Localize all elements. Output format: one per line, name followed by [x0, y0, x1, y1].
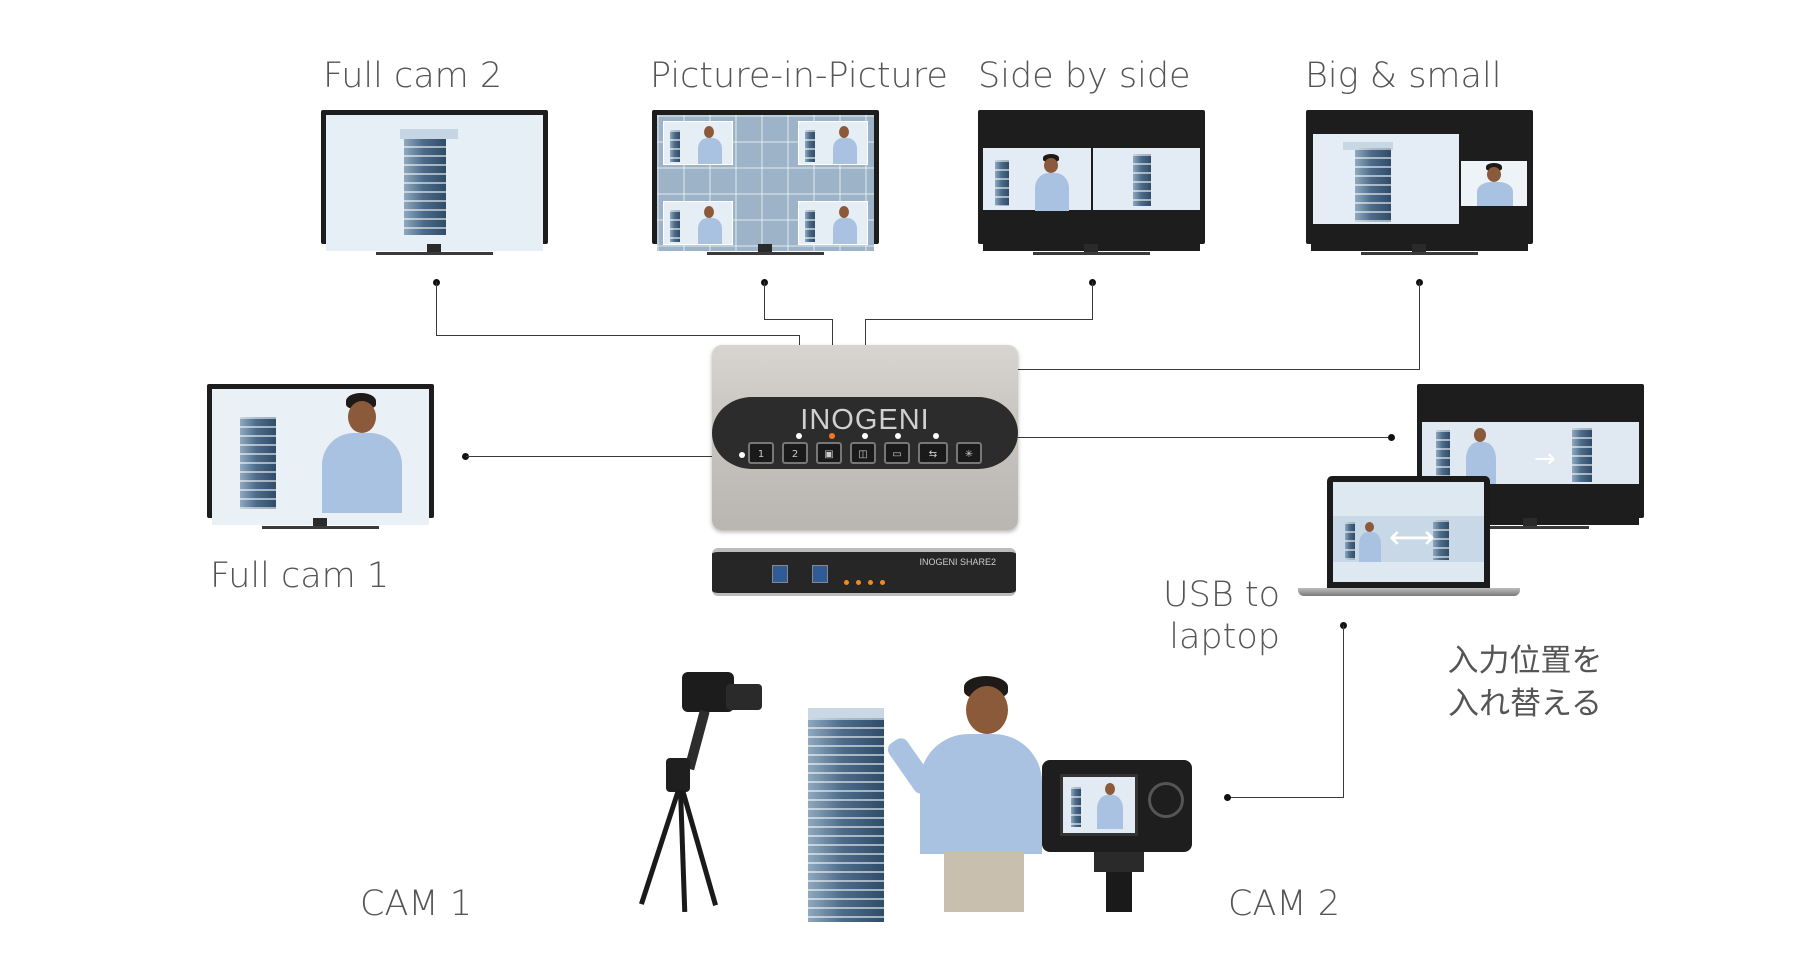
button-full-cam-1[interactable]: 1	[748, 442, 774, 464]
monitor-full-cam-2	[321, 110, 548, 260]
scene-presenter	[884, 676, 1050, 912]
button-pip[interactable]: ▣	[816, 442, 842, 464]
usb-port-1	[772, 565, 788, 583]
screen-big-small-view	[1311, 115, 1528, 251]
button-swap[interactable]: ⇆	[918, 442, 948, 464]
laptop-screen: ⟷	[1333, 482, 1484, 582]
screen-pip-view	[657, 115, 874, 251]
screen-side-by-side-view	[983, 115, 1200, 251]
swap-line-2: 入れ替える	[1447, 686, 1603, 722]
connector-dot-cam-2	[1224, 794, 1231, 801]
swap-line-1: 入力位置を	[1447, 643, 1603, 679]
usb-line-1: USB to	[1162, 575, 1280, 615]
button-side-by-side[interactable]: ◫	[850, 442, 876, 464]
usb-line-2: laptop	[1169, 617, 1280, 657]
screen-presenter-view	[212, 389, 429, 525]
device-logo: INOGENI	[800, 404, 930, 436]
label-picture-in-picture: Picture-in-Picture	[650, 56, 948, 96]
button-full-cam-2[interactable]: 2	[782, 442, 808, 464]
usb-port-2	[812, 565, 828, 583]
monitor-big-and-small	[1306, 110, 1533, 260]
laptop-base	[1298, 588, 1520, 596]
label-full-cam-1: Full cam 1	[210, 556, 390, 596]
monitor-picture-in-picture	[652, 110, 879, 260]
monitor-side-by-side	[978, 110, 1205, 260]
button-settings[interactable]: ✳	[956, 442, 982, 464]
connector-dot-swap	[1388, 434, 1395, 441]
label-usb-to-laptop: USB to laptop	[1140, 574, 1280, 658]
cam2-mirrorless-camera	[1040, 752, 1200, 912]
connector-dot-full-cam-1	[462, 453, 469, 460]
inogeni-device-front: INOGENI 1 2 ▣ ◫ ▭ ⇆ ✳	[712, 345, 1018, 530]
label-swap-inputs: 入力位置を 入れ替える	[1440, 640, 1610, 726]
scene-building	[808, 708, 884, 922]
label-cam-1: CAM 1	[360, 884, 472, 924]
label-full-cam-2: Full cam 2	[323, 56, 503, 96]
label-cam-2: CAM 2	[1228, 884, 1340, 924]
inogeni-device-rear: INOGENI SHARE2	[712, 548, 1016, 596]
label-big-and-small: Big & small	[1305, 56, 1502, 96]
label-side-by-side: Side by side	[978, 56, 1191, 96]
button-big-small[interactable]: ▭	[884, 442, 910, 464]
monitor-laptop-extended: →	[1417, 384, 1644, 534]
screen-swapped-view: →	[1422, 389, 1639, 525]
cam1-tripod-camera	[600, 662, 780, 914]
screen-building-view	[326, 115, 543, 251]
monitor-full-cam-1	[207, 384, 434, 534]
rear-brand: INOGENI SHARE2	[919, 557, 996, 567]
